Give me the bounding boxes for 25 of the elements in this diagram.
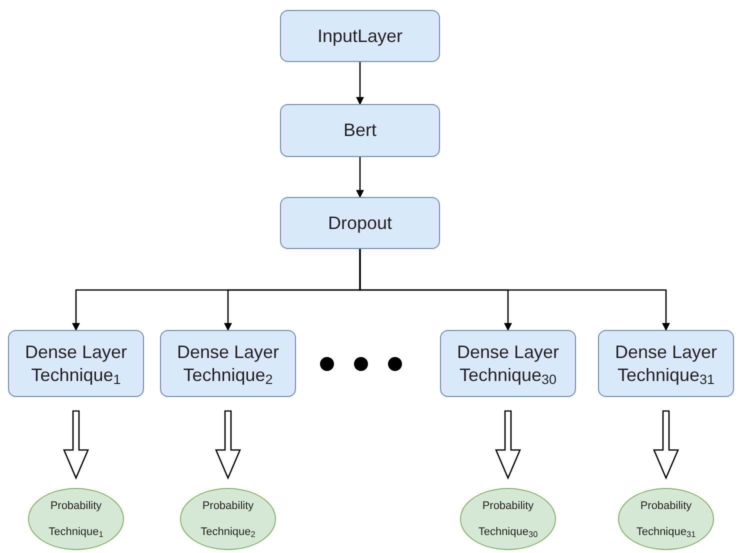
block-arrow <box>653 410 679 480</box>
layer-box <box>598 330 734 397</box>
layer-label: InputLayer <box>317 24 403 48</box>
layer-label: Dense Layer Technique$_{31}$ <box>614 340 718 386</box>
arrow <box>359 249 670 331</box>
layer-box <box>280 10 440 62</box>
layer-label: Bert <box>343 119 376 142</box>
probability-label: Probability Technique$_{2}$ <box>200 499 256 542</box>
arrow <box>356 62 364 105</box>
block-arrow <box>495 410 521 480</box>
layer-label: Dense Layer Technique$_{2}$ <box>176 340 280 386</box>
block-arrow <box>215 410 241 480</box>
block-arrow <box>63 410 89 480</box>
arrow <box>356 157 364 198</box>
layer-label: Dense Layer Technique$_{30}$ <box>456 340 560 386</box>
probability-label: Probability Technique$_{30}$ <box>477 499 539 542</box>
probability-label: Probability Technique$_{1}$ <box>48 499 104 542</box>
layer-box <box>8 330 144 397</box>
layer-box <box>280 104 440 157</box>
layer-label: Dropout <box>328 212 392 234</box>
probability-label: Probability Technique$_{31}$ <box>635 499 697 542</box>
layer-label: Dense Layer Technique$_{1}$ <box>24 340 128 386</box>
layer-box <box>280 197 440 249</box>
layer-box <box>160 330 296 397</box>
layer-box <box>440 330 576 397</box>
